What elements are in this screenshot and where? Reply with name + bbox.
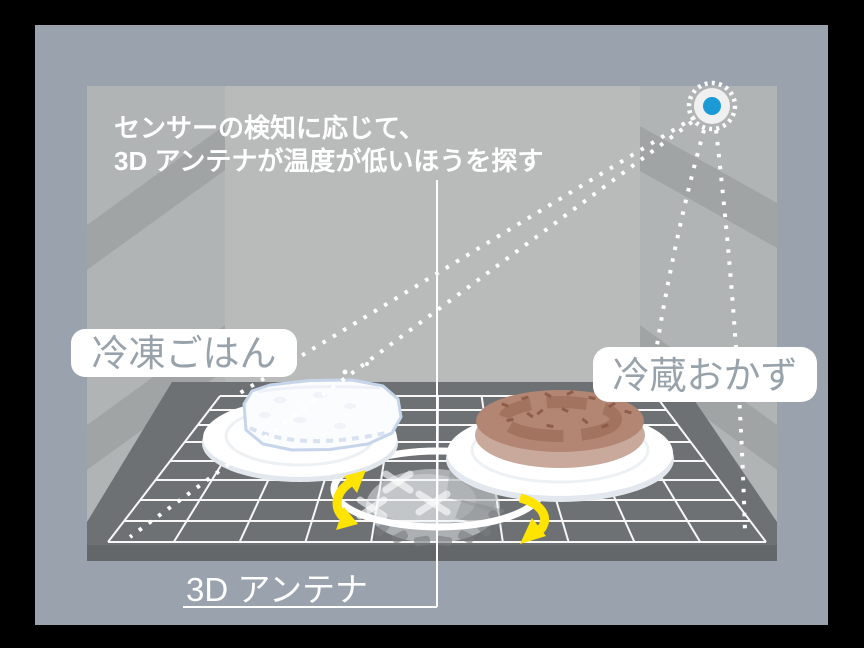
sensor-ray-to-rice xyxy=(238,115,697,395)
rice-texture xyxy=(259,392,356,429)
annotation-line-1: センサーの検知に応じて、 xyxy=(114,113,425,143)
frozen-rice-label: 冷凍ごはん xyxy=(92,333,277,374)
rotation-arrow-right-icon xyxy=(518,493,550,544)
frozen-rice-plate xyxy=(202,362,403,482)
annotation-line-2: 3D アンテナが温度が低いほうを探す xyxy=(114,146,543,176)
sensor-rays xyxy=(128,115,747,539)
sensor-dot-icon xyxy=(686,80,738,132)
chilled-dish-label: 冷蔵おかず xyxy=(613,355,798,396)
patty-speckles xyxy=(501,390,632,429)
patty-browning xyxy=(498,396,622,442)
label-pill-chilled-dish: 冷蔵おかず xyxy=(593,347,817,402)
antenna-label: 3D アンテナ xyxy=(186,571,368,608)
floor-front-face xyxy=(87,545,777,561)
antenna-leader-line xyxy=(183,180,438,608)
chilled-dish-plate xyxy=(446,390,674,502)
antenna-x-marks xyxy=(356,470,451,520)
label-pill-frozen-rice: 冷凍ごはん xyxy=(71,329,297,377)
sensor-ray-to-floor-left xyxy=(128,120,694,539)
annotation-text: センサーの検知に応じて、 3D アンテナが温度が低いほうを探す xyxy=(114,113,543,176)
rotation-arrow-left-icon xyxy=(332,470,366,530)
